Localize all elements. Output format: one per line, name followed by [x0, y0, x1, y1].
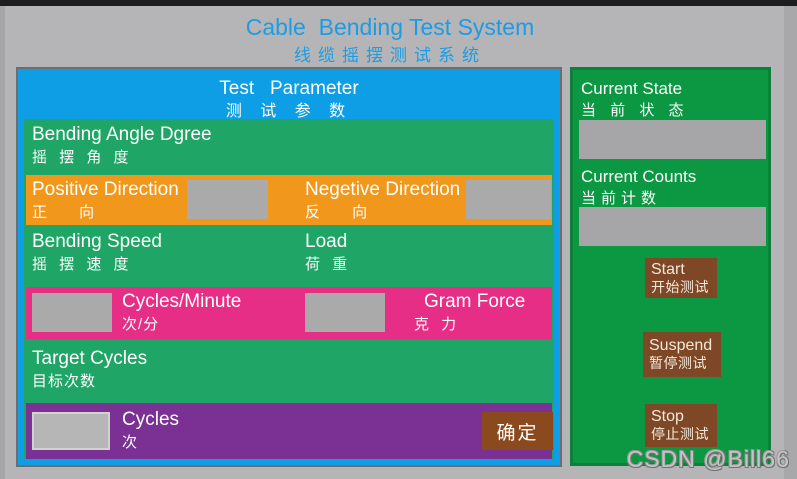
csdn-watermark: CSDN @Bill66 [626, 446, 790, 472]
status-panel: Current State 当 前 状 态 Current Counts 当前计… [570, 67, 771, 466]
current-state-label-group: Current State 当 前 状 态 [581, 78, 689, 121]
current-counts-display [579, 207, 766, 246]
load-label-group: Load 荷 重 [305, 230, 351, 276]
load-label: Load [305, 231, 348, 252]
bending-angle-label: Bending Angle Dgree [32, 124, 212, 145]
load-label-zh: 荷 重 [305, 256, 352, 273]
stop-button-label-zh: 停止测试 [651, 426, 709, 442]
current-counts-label: Current Counts [581, 167, 697, 186]
gram-force-input[interactable] [305, 293, 385, 332]
suspend-button[interactable]: Suspend 暂停测试 [643, 332, 721, 377]
speed-load-inputs-section: Cycles/Minute 次/分 Gram Force 克 力 [26, 287, 552, 339]
target-cycles-input[interactable] [32, 412, 110, 450]
suspend-button-label: Suspend [649, 337, 713, 354]
current-counts-label-group: Current Counts 当前计数 [581, 166, 696, 209]
cycles-label-zh: 次 [122, 434, 142, 451]
target-cycles-label-zh: 目标次数 [32, 373, 97, 390]
positive-direction-label: Positive Direction [32, 179, 179, 200]
gram-force-label-zh: 克 力 [414, 316, 461, 333]
negative-direction-label-group: Negetive Direction 反 向 [305, 178, 460, 224]
app-title: Cable Bending Test System [245, 14, 535, 40]
cycles-per-minute-input[interactable] [32, 293, 112, 332]
bending-speed-label: Bending Speed [32, 231, 162, 252]
cycles-per-minute-label-group: Cycles/Minute 次/分 [122, 290, 241, 336]
target-cycles-label: Target Cycles [32, 348, 148, 369]
positive-direction-label-group: Positive Direction 正 向 [32, 178, 179, 224]
start-button-label: Start [651, 261, 685, 278]
positive-direction-label-zh: 正 向 [32, 204, 109, 221]
bending-speed-label-zh: 摇 摆 速 度 [32, 256, 133, 273]
gram-force-label: Gram Force [424, 291, 526, 312]
bending-angle-label-zh: 摇 摆 角 度 [32, 149, 133, 166]
test-parameter-panel: Test Parameter 测 试 参 数 Bending Angle Dgr… [16, 67, 562, 467]
stop-button-label: Stop [651, 408, 684, 425]
negative-direction-input[interactable] [466, 180, 551, 219]
cycles-label-group: Cycles 次 [122, 408, 179, 454]
test-parameter-header: Test Parameter 测 试 参 数 [24, 75, 554, 120]
confirm-button[interactable]: 确定 [482, 412, 553, 450]
start-button-label-zh: 开始测试 [651, 279, 709, 295]
gram-force-label-group: Gram Force 克 力 [414, 290, 525, 336]
bending-angle-section: Bending Angle Dgree 摇 摆 角 度 [24, 119, 554, 173]
positive-direction-input[interactable] [187, 180, 268, 219]
bending-speed-label-group: Bending Speed 摇 摆 速 度 [32, 230, 162, 276]
stop-button[interactable]: Stop 停止测试 [645, 404, 717, 447]
speed-load-section: Bending Speed 摇 摆 速 度 Load 荷 重 [24, 225, 554, 285]
cycles-per-minute-label-zh: 次/分 [122, 316, 160, 333]
direction-section: Positive Direction 正 向 Negetive Directio… [26, 175, 552, 225]
suspend-button-label-zh: 暂停测试 [649, 355, 707, 371]
test-parameter-title: Test Parameter [219, 78, 359, 99]
target-cycles-section: Target Cycles 目标次数 [24, 341, 554, 401]
app-title-zh: 线缆摇摆测试系统 [294, 46, 486, 65]
current-state-label: Current State [581, 79, 683, 98]
negative-direction-label-zh: 反 向 [305, 204, 382, 221]
current-state-label-zh: 当 前 状 态 [581, 102, 689, 119]
start-button[interactable]: Start 开始测试 [645, 258, 717, 298]
current-counts-label-zh: 当前计数 [581, 190, 662, 207]
cycles-label: Cycles [122, 409, 180, 430]
window-right-edge [784, 6, 797, 479]
window-left-edge [0, 6, 5, 479]
cycles-per-minute-label: Cycles/Minute [122, 291, 242, 312]
negative-direction-label: Negetive Direction [305, 179, 461, 200]
current-state-display [579, 120, 766, 159]
window-top-bar [0, 0, 797, 6]
cycles-input-section: Cycles 次 确定 [26, 403, 553, 459]
test-parameter-title-zh: 测 试 参 数 [225, 103, 353, 120]
